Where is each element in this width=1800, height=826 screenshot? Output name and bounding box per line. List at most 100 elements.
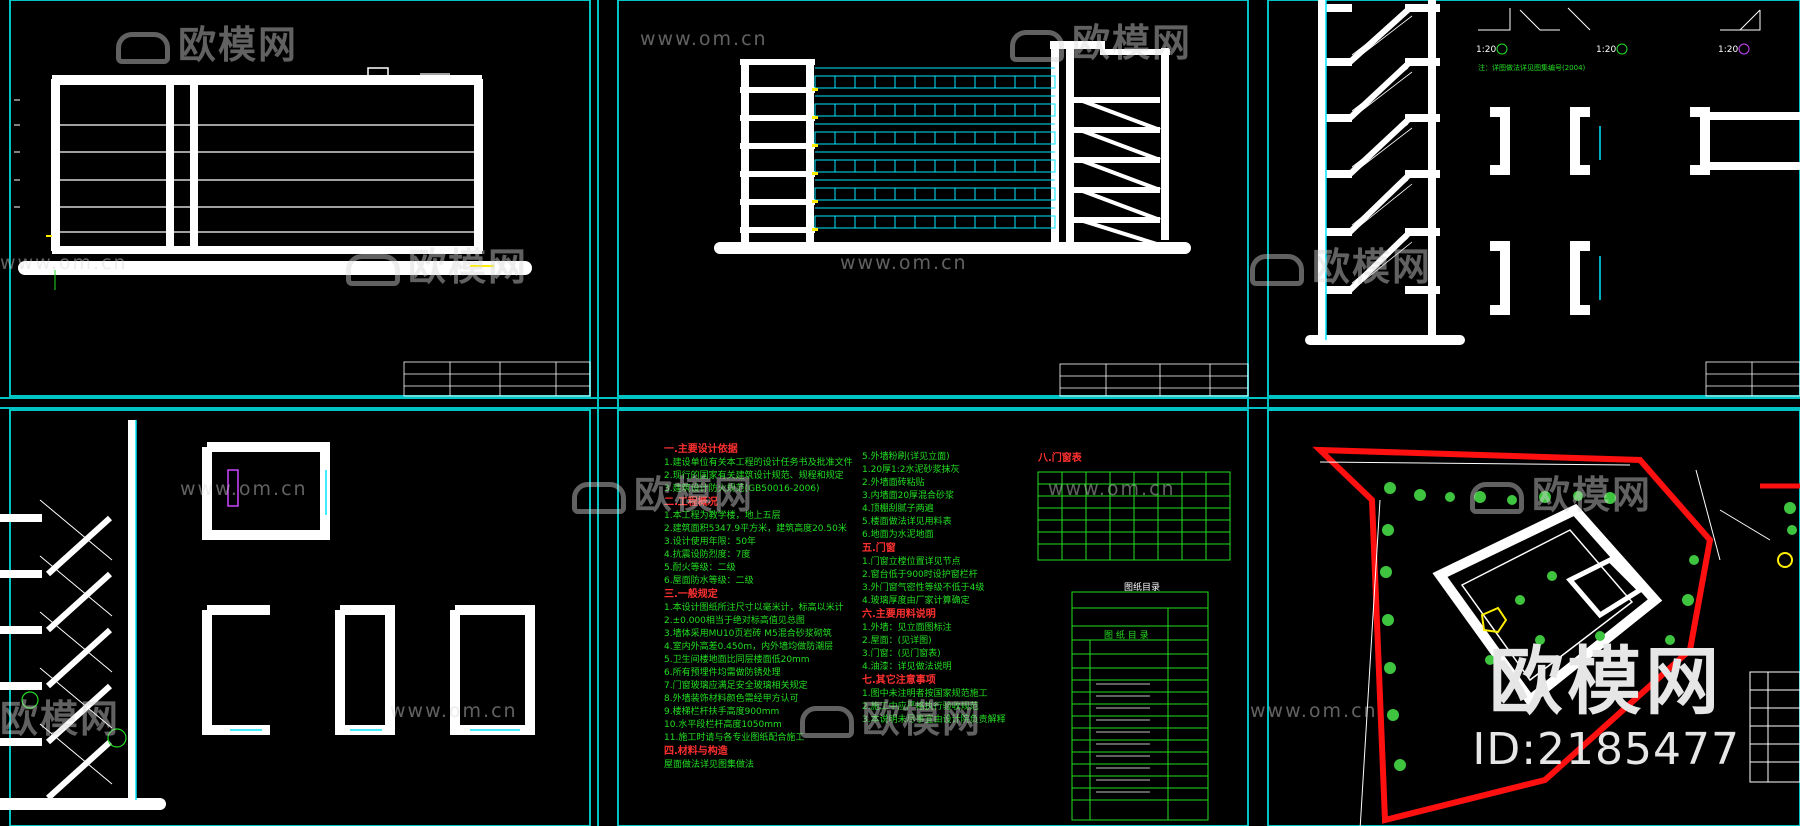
detail-scale-3: 1:20 bbox=[1718, 45, 1738, 55]
watermark-logo-icon bbox=[346, 253, 400, 286]
notes-line: 4.油漆：详见做法说明 bbox=[862, 662, 952, 672]
notes-heading: 一.主要设计依据 bbox=[664, 444, 738, 455]
notes-line: 11.施工时请与各专业图纸配合施工 bbox=[664, 733, 805, 743]
notes-line: 10.水平段栏杆高度1050mm bbox=[664, 720, 782, 730]
notes-section-8: 七.其它注意事项 1.图中未注明者按国家规范施工 2.施工中应严格执行验收规范 … bbox=[862, 674, 1006, 727]
notes-line: 6.所有预埋件均需做防锈处理 bbox=[664, 668, 781, 678]
watermark-logo-icon bbox=[116, 31, 170, 64]
watermark-brand-text: 欧模网 bbox=[1532, 473, 1653, 517]
notes-line: 2.外墙面砖粘贴 bbox=[862, 478, 925, 488]
door-table-heading: 八.门窗表 bbox=[1038, 453, 1082, 464]
panel-4-plans bbox=[0, 420, 535, 810]
notes-line: 2.屋面：(见详图) bbox=[862, 636, 932, 646]
watermark-brand: 欧模网 bbox=[116, 14, 298, 69]
design-notes-col1: 一.主要设计依据 1.建设单位有关本工程的设计任务书及批准文件 2.现行的国家有… bbox=[664, 443, 853, 772]
notes-line: 3.门窗：(见门窗表) bbox=[862, 649, 941, 659]
notes-section-1: 一.主要设计依据 1.建设单位有关本工程的设计任务书及批准文件 2.现行的国家有… bbox=[664, 443, 853, 496]
notes-line: 1.20厚1:2水泥砂浆抹灰 bbox=[862, 465, 960, 475]
panel-2-section bbox=[714, 41, 1191, 254]
watermark-brand-text: 欧模网 bbox=[634, 473, 755, 517]
notes-line: 1.本设计图纸所注尺寸以毫米计，标高以米计 bbox=[664, 603, 844, 613]
notes-line: 屋面做法详见图集做法 bbox=[664, 760, 755, 770]
notes-line: 5.外墙粉刷(详见立面) bbox=[862, 452, 950, 462]
notes-line: 1.图中未注明者按国家规范施工 bbox=[862, 689, 988, 699]
notes-line: 2.±0.000相当于绝对标高值见总图 bbox=[664, 616, 805, 626]
watermark-brand: 欧模网 bbox=[0, 688, 120, 743]
notes-line: 3.设计使用年限：50年 bbox=[664, 537, 757, 547]
notes-line: 2.建筑面积5347.9平方米，建筑高度20.50米 bbox=[664, 524, 847, 534]
notes-line: 4.室内外高差0.450m，内外墙均做防潮层 bbox=[664, 642, 834, 652]
watermark-logo-icon bbox=[1010, 29, 1064, 62]
notes-line: 1.建设单位有关本工程的设计任务书及批准文件 bbox=[664, 458, 853, 468]
watermark-brand: 欧模网 bbox=[1010, 12, 1192, 67]
notes-line: 7.门窗玻璃应满足安全玻璃相关规定 bbox=[664, 681, 808, 691]
panel-5-tables bbox=[1037, 471, 1231, 821]
watermark-brand-text: 欧模网 bbox=[862, 697, 983, 741]
watermark-brand-text: 欧模网 bbox=[0, 697, 121, 741]
watermark-brand-text: 欧模网 bbox=[1312, 245, 1433, 289]
notes-line: 2.施工中应严格执行验收规范 bbox=[862, 702, 979, 712]
watermark-logo-icon bbox=[1250, 253, 1304, 286]
watermark-logo-icon bbox=[800, 705, 854, 738]
notes-line: 5.卫生间楼地面比同层楼面低20mm bbox=[664, 655, 810, 665]
watermark-brand: 欧模网 bbox=[1470, 464, 1652, 519]
detail-scale-1: 1:20 bbox=[1476, 45, 1496, 55]
watermark-url: www.om.cn bbox=[180, 478, 308, 500]
notes-line: 9.楼梯栏杆扶手高度900mm bbox=[664, 707, 780, 717]
notes-line: 1.外墙：见立面图标注 bbox=[862, 623, 952, 633]
watermark-brand: 欧模网 bbox=[572, 464, 754, 519]
watermark-brand: 欧模网 bbox=[800, 688, 982, 743]
notes-line: 3.墙体采用MU10页岩砖 M5混合砂浆砌筑 bbox=[664, 629, 832, 639]
notes-heading: 六.主要用料说明 bbox=[862, 609, 936, 620]
notes-section-4: 四.材料与构造 屋面做法详见图集做法 bbox=[664, 745, 853, 772]
watermark-brand-text: 欧模网 bbox=[408, 245, 529, 289]
panel-1-elevation bbox=[14, 67, 532, 290]
watermark-url: www.om.cn bbox=[390, 700, 518, 722]
watermark-url: www.om.cn bbox=[1250, 700, 1378, 722]
notes-section-2: 二.工程概况 1.本工程为教学楼，地上五层 2.建筑面积5347.9平方米，建筑… bbox=[664, 496, 853, 588]
watermark-brand: 欧模网 bbox=[1250, 236, 1432, 291]
notes-section-7: 六.主要用料说明 1.外墙：见立面图标注 2.屋面：(见详图) 3.门窗：(见门… bbox=[862, 608, 1006, 674]
watermark-brand: 欧模网 bbox=[346, 236, 528, 291]
notes-line: 4.玻璃厚度由厂家计算确定 bbox=[862, 596, 970, 606]
notes-heading: 五.门窗 bbox=[862, 543, 896, 554]
notes-line: 2.现行的国家有关建筑设计规范、规程和规定 bbox=[664, 471, 844, 481]
watermark-url: www.om.cn bbox=[0, 252, 128, 274]
watermark-badge: 欧模网 ID:2185477 bbox=[1472, 640, 1740, 776]
drawing-index-heading: 图 纸 目 录 bbox=[1104, 631, 1149, 641]
drawing-index-title: 图纸目录 bbox=[1124, 583, 1161, 593]
notes-line: 8.外墙装饰材料颜色需经甲方认可 bbox=[664, 694, 799, 704]
notes-heading: 七.其它注意事项 bbox=[862, 675, 936, 686]
notes-line: 4.抗震设防烈度：7度 bbox=[664, 550, 751, 560]
notes-line: 6.屋面防水等级：二级 bbox=[664, 576, 754, 586]
watermark-badge-brand: 欧模网 bbox=[1489, 639, 1724, 725]
notes-line: 3.内墙面20厚混合砂浆 bbox=[862, 491, 955, 501]
notes-line: 1.本工程为教学楼，地上五层 bbox=[664, 511, 781, 521]
notes-line: 1.门窗立樘位置详见节点 bbox=[862, 557, 961, 567]
watermark-badge-id: ID:2185477 bbox=[1472, 724, 1740, 775]
watermark-url: www.om.cn bbox=[1048, 478, 1176, 500]
notes-heading: 三.一般规定 bbox=[664, 589, 718, 600]
notes-line: 3.本说明未尽事宜由设计院负责解释 bbox=[862, 715, 1006, 725]
notes-line: 2.窗台低于900时设护窗栏杆 bbox=[862, 570, 978, 580]
design-notes-col2: 5.外墙粉刷(详见立面) 1.20厚1:2水泥砂浆抹灰 2.外墙面砖粘贴 3.内… bbox=[862, 451, 1006, 727]
notes-line: 6.地面为水泥地面 bbox=[862, 530, 934, 540]
notes-section-3: 三.一般规定 1.本设计图纸所注尺寸以毫米计，标高以米计 2.±0.000相当于… bbox=[664, 588, 853, 745]
watermark-url: www.om.cn bbox=[640, 28, 768, 50]
watermark-logo-icon bbox=[572, 481, 626, 514]
watermark-brand-text: 欧模网 bbox=[1072, 21, 1193, 65]
notes-line: 5.楼面做法详见用料表 bbox=[862, 517, 952, 527]
notes-heading: 四.材料与构造 bbox=[664, 746, 728, 757]
door-table-title: 八.门窗表 bbox=[1038, 452, 1082, 466]
detail-scale-2: 1:20 bbox=[1596, 45, 1616, 55]
watermark-brand-text: 欧模网 bbox=[178, 23, 299, 67]
notes-line: 4.顶棚刮腻子两遍 bbox=[862, 504, 934, 514]
title-blocks bbox=[403, 361, 1800, 397]
notes-line: 3.建筑设计防火规范(GB50016-2006) bbox=[664, 484, 820, 494]
notes-line: 3.外门窗气密性等级不低于4级 bbox=[862, 583, 985, 593]
notes-section-5: 5.外墙粉刷(详见立面) 1.20厚1:2水泥砂浆抹灰 2.外墙面砖粘贴 3.内… bbox=[862, 451, 1006, 542]
notes-section-6: 五.门窗 1.门窗立樘位置详见节点 2.窗台低于900时设护窗栏杆 3.外门窗气… bbox=[862, 542, 1006, 608]
notes-line: 5.耐火等级：二级 bbox=[664, 563, 736, 573]
